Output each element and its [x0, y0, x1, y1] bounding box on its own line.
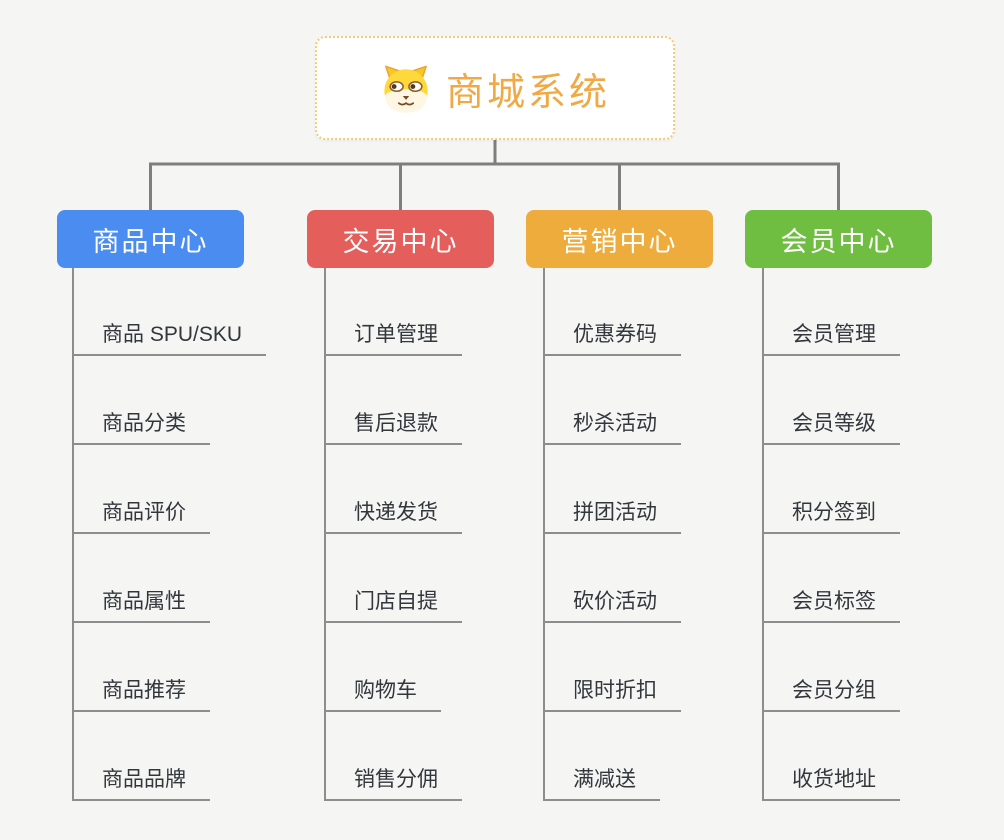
branch-children-product-center: 商品 SPU/SKU 商品分类 商品评价 商品属性 商品推荐 商品品牌: [72, 267, 267, 801]
dog-face-icon: [384, 65, 428, 113]
branch-children-marketing-center: 优惠券码 秒杀活动 拼团活动 砍价活动 限时折扣 满减送: [543, 267, 681, 801]
child-node[interactable]: 秒杀活动: [545, 356, 681, 445]
child-node[interactable]: 售后退款: [326, 356, 462, 445]
child-node[interactable]: 砍价活动: [545, 534, 681, 623]
branch-children-trade-center: 订单管理 售后退款 快递发货 门店自提 购物车 销售分佣: [324, 267, 462, 801]
branch-node-trade-center[interactable]: 交易中心: [307, 210, 494, 268]
branch-children-member-center: 会员管理 会员等级 积分签到 会员标签 会员分组 收货地址: [762, 267, 900, 801]
child-node[interactable]: 满减送: [545, 712, 660, 801]
child-node[interactable]: 优惠券码: [545, 267, 681, 356]
child-node[interactable]: 订单管理: [326, 267, 462, 356]
branch-node-marketing-center[interactable]: 营销中心: [526, 210, 713, 268]
branch-node-member-center[interactable]: 会员中心: [745, 210, 932, 268]
child-node[interactable]: 商品 SPU/SKU: [74, 267, 267, 356]
branch-label: 商品中心: [92, 226, 209, 257]
child-node[interactable]: 商品评价: [74, 445, 210, 534]
child-node[interactable]: 商品品牌: [74, 712, 210, 801]
child-node[interactable]: 会员标签: [764, 534, 900, 623]
child-node[interactable]: 会员等级: [764, 356, 900, 445]
child-node[interactable]: 拼团活动: [545, 445, 681, 534]
child-node[interactable]: 商品属性: [74, 534, 210, 623]
root-title: 商城系统: [445, 71, 610, 114]
child-node[interactable]: 门店自提: [326, 534, 462, 623]
child-node[interactable]: 销售分佣: [326, 712, 462, 801]
child-node[interactable]: 收货地址: [764, 712, 900, 801]
child-node[interactable]: 积分签到: [764, 445, 900, 534]
child-node[interactable]: 购物车: [326, 623, 441, 712]
child-node[interactable]: 商品推荐: [74, 623, 210, 712]
branch-label: 交易中心: [342, 226, 459, 257]
child-node[interactable]: 商品分类: [74, 356, 210, 445]
root-node[interactable]: 商城系统: [315, 36, 675, 140]
branch-node-product-center[interactable]: 商品中心: [57, 210, 244, 268]
branch-label: 营销中心: [561, 226, 678, 257]
child-node[interactable]: 会员管理: [764, 267, 900, 356]
child-node[interactable]: 会员分组: [764, 623, 900, 712]
child-node[interactable]: 限时折扣: [545, 623, 681, 712]
branch-label: 会员中心: [780, 226, 897, 257]
child-node[interactable]: 快递发货: [326, 445, 462, 534]
